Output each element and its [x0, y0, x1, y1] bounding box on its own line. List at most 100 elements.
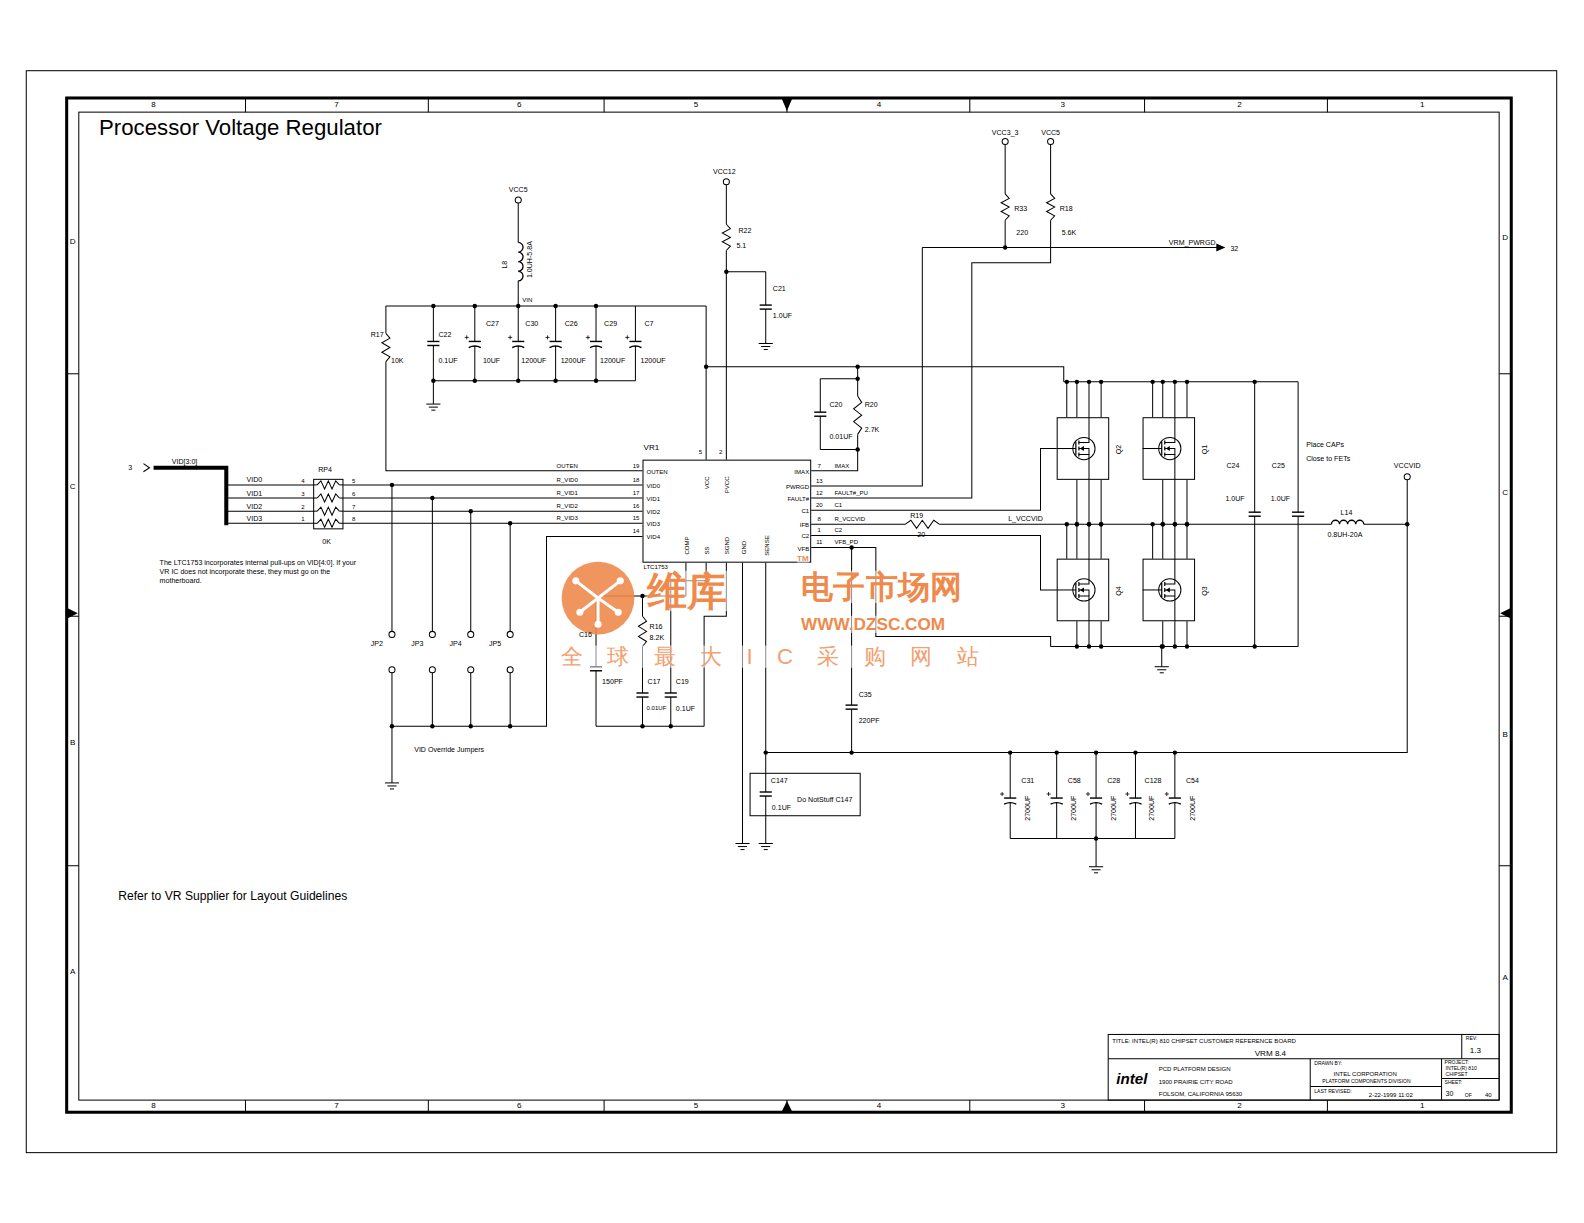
- wire: [226, 484, 313, 485]
- junction-dot: [1087, 380, 1091, 384]
- node-text: VR1: [644, 443, 660, 451]
- wire-connector: [343, 523, 642, 524]
- mosfet-symbol: [1057, 448, 1076, 449]
- wire: [1162, 621, 1163, 646]
- node-text: PVCC: [724, 476, 730, 493]
- layout-note: Refer to VR Supplier for Layout Guidelin…: [118, 890, 347, 902]
- junction-dot: [1075, 380, 1079, 384]
- zone-marker: 4: [877, 101, 881, 109]
- polarity-mark: [466, 335, 467, 339]
- zone-tick: [969, 98, 970, 112]
- mosfet-symbol: [1079, 455, 1089, 480]
- zone-tick: [67, 373, 79, 374]
- wire-connector: [343, 498, 642, 499]
- polarity-mark: [1002, 792, 1003, 796]
- center-mark: [782, 1101, 792, 1111]
- wire: [1088, 480, 1089, 524]
- wire: [1186, 524, 1187, 558]
- title-block: [1108, 1058, 1499, 1059]
- component-label: R18: [1060, 205, 1073, 212]
- resistor-symbol: [317, 507, 339, 515]
- wire: [433, 381, 434, 404]
- zone-marker: B: [1503, 731, 1508, 739]
- watermark-logo: [576, 609, 583, 616]
- component-label: C28: [1107, 777, 1120, 784]
- pin-number: 7: [352, 504, 355, 510]
- wire: [226, 498, 313, 499]
- component-label: 1.0UF: [773, 312, 792, 319]
- node-text: RP4: [318, 466, 332, 473]
- zone-tick: [604, 98, 605, 112]
- wire: [596, 306, 597, 341]
- pin-number: 16: [633, 503, 640, 509]
- wire-connector: [811, 449, 1056, 511]
- title-block: [1310, 1086, 1441, 1087]
- node-text: FAULT#: [787, 496, 809, 502]
- wire: [1254, 516, 1255, 646]
- terminal-symbol: [1002, 138, 1008, 144]
- wire: [857, 367, 858, 396]
- component-label: C19: [676, 678, 689, 685]
- wire: [386, 362, 643, 471]
- wire: [1162, 524, 1163, 558]
- pin-number: 8: [818, 516, 821, 522]
- title-block-text: VRM 8.4: [1255, 1050, 1286, 1058]
- node-text: Q4: [1115, 586, 1122, 595]
- ground-symbol: [1157, 669, 1166, 670]
- wire: [820, 449, 857, 450]
- wire: [510, 523, 511, 631]
- wire: [385, 306, 386, 333]
- wire: [555, 306, 556, 341]
- node-text: VCC: [704, 476, 710, 489]
- wire: [635, 306, 636, 341]
- node-text: VFB: [797, 546, 809, 552]
- capacitor-symbol: [427, 341, 439, 342]
- junction-dot: [669, 724, 673, 728]
- zone-tick: [1327, 98, 1328, 112]
- wire: [392, 536, 643, 726]
- zone-marker: 7: [334, 101, 338, 109]
- wire: [1076, 621, 1077, 646]
- wire: [766, 480, 1407, 753]
- wire: [670, 697, 671, 726]
- net-name: OUTEN: [557, 463, 578, 469]
- terminal-symbol: [429, 631, 435, 637]
- sheet-border: [79, 112, 1499, 1100]
- watermark: 电子市场网: [801, 571, 963, 603]
- component-label: R20: [865, 401, 878, 408]
- title-block-text: INTEL CORPORATION: [1333, 1071, 1396, 1077]
- title-block: [1441, 1059, 1442, 1100]
- title-block-text: TITLE: INTEL(R) 810 CHIPSET CUSTOMER REF…: [1112, 1037, 1296, 1043]
- center-mark: [1500, 608, 1510, 618]
- net-name: R_VID2: [557, 503, 578, 509]
- mosfet-symbol: [1165, 559, 1175, 584]
- title-block-text: 30: [1446, 1090, 1454, 1097]
- component-label: 0.1UF: [438, 357, 457, 364]
- component-label: 5.1: [736, 242, 746, 249]
- wire: [1076, 480, 1077, 524]
- junction-dot: [1173, 522, 1177, 526]
- wire: [1010, 753, 1011, 798]
- junction-dot: [1173, 522, 1177, 526]
- sheet-frame: [26, 71, 1556, 1153]
- capacitor-symbol: [636, 692, 648, 693]
- wire: [1088, 621, 1089, 646]
- node-text: C2: [801, 533, 809, 539]
- watermark-logo: [562, 562, 635, 635]
- wire: [596, 671, 597, 727]
- zone-marker: 8: [151, 101, 155, 109]
- zone-marker: 1: [1420, 101, 1424, 109]
- capacitor-symbol: [512, 341, 524, 342]
- wire: [518, 306, 519, 341]
- component-label: C27: [486, 320, 499, 327]
- mosfet-symbol: [1165, 417, 1175, 442]
- zone-tick: [1144, 1100, 1145, 1112]
- pin-number: 15: [633, 515, 640, 521]
- zone-marker: A: [70, 968, 75, 976]
- capacitor-symbol: [1249, 511, 1261, 512]
- node-text: VID0: [647, 483, 660, 489]
- watermark-logo: [617, 577, 624, 584]
